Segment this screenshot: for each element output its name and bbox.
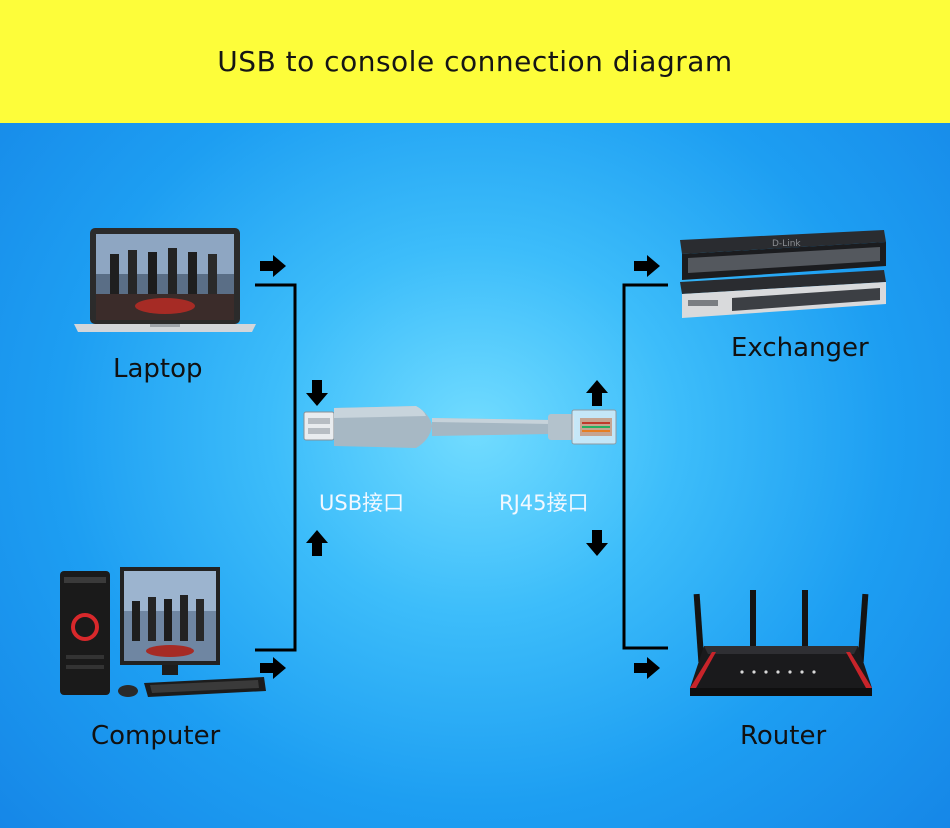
router-label: Router — [740, 721, 827, 751]
arrow-up-icon — [586, 380, 608, 406]
router-image — [690, 590, 872, 696]
exchanger-label: Exchanger — [731, 333, 869, 363]
arrow-right-icon — [260, 657, 286, 679]
usb-rj45-cable-image — [303, 406, 617, 448]
right-bracket-line — [622, 283, 668, 650]
usb-port-label: USB接口 — [319, 491, 405, 515]
computer-label: Computer — [91, 721, 221, 751]
arrow-down-icon — [306, 380, 328, 406]
computer-image — [60, 567, 266, 697]
arrow-right-icon — [260, 255, 286, 277]
exchanger-image: D-Link — [680, 230, 886, 318]
rj45-port-label: RJ45接口 — [499, 491, 589, 515]
svg-text:D-Link: D-Link — [772, 239, 801, 249]
title-banner: USB to console connection diagram — [0, 0, 950, 123]
laptop-image — [74, 228, 256, 332]
diagram-title: USB to console connection diagram — [217, 45, 733, 78]
arrow-down-icon — [586, 530, 608, 556]
arrow-right-icon — [634, 657, 660, 679]
arrow-up-icon — [306, 530, 328, 556]
arrow-right-icon — [634, 255, 660, 277]
laptop-label: Laptop — [113, 354, 203, 384]
